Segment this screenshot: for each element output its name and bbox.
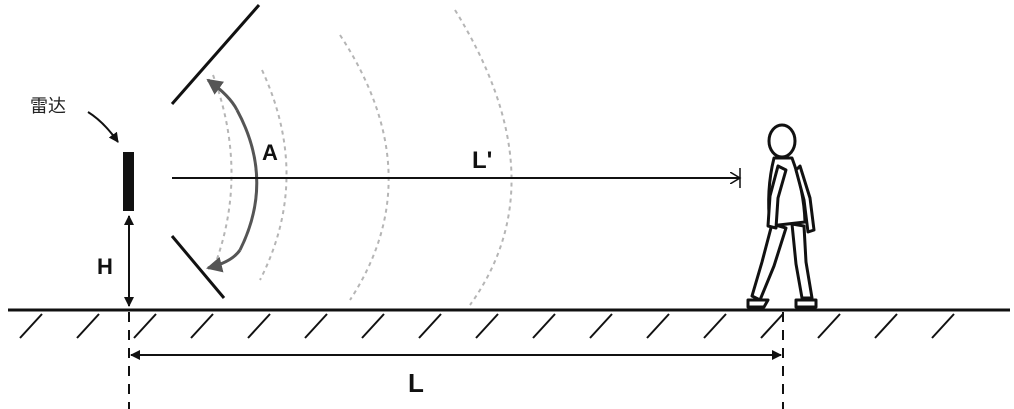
beam-angle-arc-upper [206,78,239,111]
ground-hatch-mark [931,313,955,339]
ground-hatch-mark [874,313,898,339]
wave-arc-1 [212,74,233,271]
ground-hatch-mark [76,313,100,339]
ground-hatch-mark [703,313,727,339]
ground-hatch-mark [133,313,157,339]
slant-distance-label: L' [472,147,492,174]
beam-lower-edge [170,235,226,299]
beam-angle-arc [235,109,259,251]
ground-hatch-mark [361,313,385,339]
walking-person-icon [746,123,818,309]
radar-wave-arcs [212,9,513,306]
height-label: H [97,254,113,279]
ground-hatch-mark [646,313,670,339]
ground-distance-label: L [408,368,424,398]
wave-arc-4 [454,9,513,306]
ground-hatch-mark [760,313,784,339]
radar-device-icon [123,152,134,211]
wave-arc-2 [259,69,288,281]
ground-hatch-mark [475,313,499,339]
ground-hatch-mark [19,313,43,339]
ground-hatching [19,313,955,339]
ground-hatch-mark [589,313,613,339]
beam-angle-arc-lower [206,249,242,273]
ground-hatch-mark [532,313,556,339]
wave-arc-3 [339,34,390,301]
ground-hatch-mark [418,313,442,339]
ground-hatch-mark [304,313,328,339]
beam-angle-label: A [262,140,278,165]
radar-label: 雷达 [30,96,66,117]
radar-label-pointer [87,111,119,143]
beam-upper-edge [170,4,261,105]
ground-hatch-mark [190,313,214,339]
ground-hatch-mark [817,313,841,339]
ground-hatch-mark [247,313,271,339]
